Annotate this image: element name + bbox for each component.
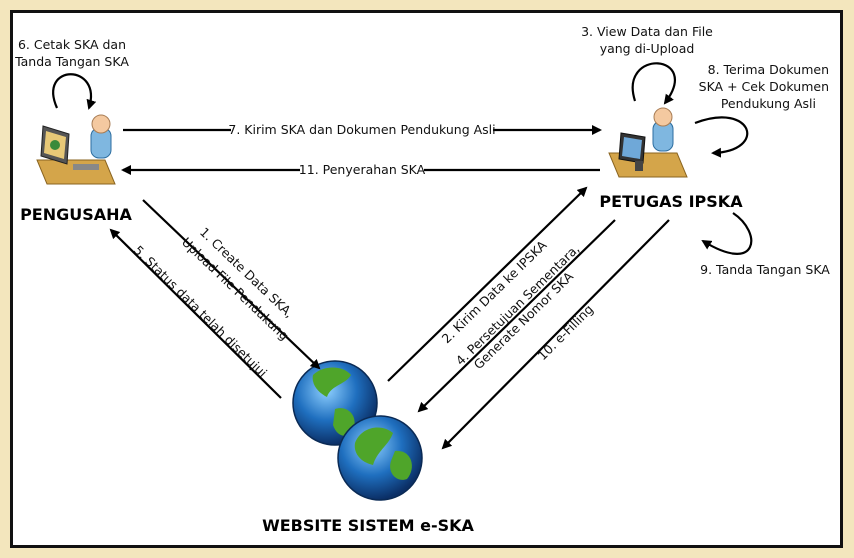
- arrow-8-loop: [694, 116, 749, 158]
- step-6-label-line1: 6. Cetak SKA dan: [18, 37, 126, 52]
- diagram-frame: 7. Kirim SKA dan Dokumen Pendukung Asli …: [10, 10, 843, 548]
- arrow-1: [142, 199, 321, 370]
- step-9-label: 9. Tanda Tangan SKA: [700, 262, 830, 277]
- arrow-10: [441, 219, 670, 450]
- flow-diagram: 7. Kirim SKA dan Dokumen Pendukung Asli …: [14, 24, 830, 535]
- petugas-computer-icon: [608, 107, 688, 178]
- petugas-title: PETUGAS IPSKA: [599, 192, 743, 211]
- arrow-4: [417, 219, 616, 413]
- arrow-6-loop: [52, 73, 97, 110]
- pengusaha-computer-icon: [36, 114, 116, 185]
- arrow-2: [387, 186, 588, 382]
- pengusaha-title: PENGUSAHA: [20, 205, 132, 224]
- arrow-9-loop: [701, 212, 753, 255]
- arrow-5: [109, 228, 282, 399]
- website-title: WEBSITE SISTEM e-SKA: [262, 516, 474, 535]
- step-7-label: 7. Kirim SKA dan Dokumen Pendukung Asli: [228, 122, 495, 137]
- step-8-label-line2: SKA + Cek Dokumen: [699, 79, 829, 94]
- step-8-label-line1: 8. Terima Dokumen: [708, 62, 829, 77]
- step-3-label-line1: 3. View Data dan File: [581, 24, 713, 39]
- step-6-label-line2: Tanda Tangan SKA: [14, 54, 129, 69]
- arrow-3-loop: [631, 62, 676, 105]
- step-3-label-line2: yang di-Upload: [600, 41, 695, 56]
- step-11-label: 11. Penyerahan SKA: [299, 162, 426, 177]
- globe-icon: [292, 360, 423, 501]
- step-8-label-line3: Pendukung Asli: [721, 96, 816, 111]
